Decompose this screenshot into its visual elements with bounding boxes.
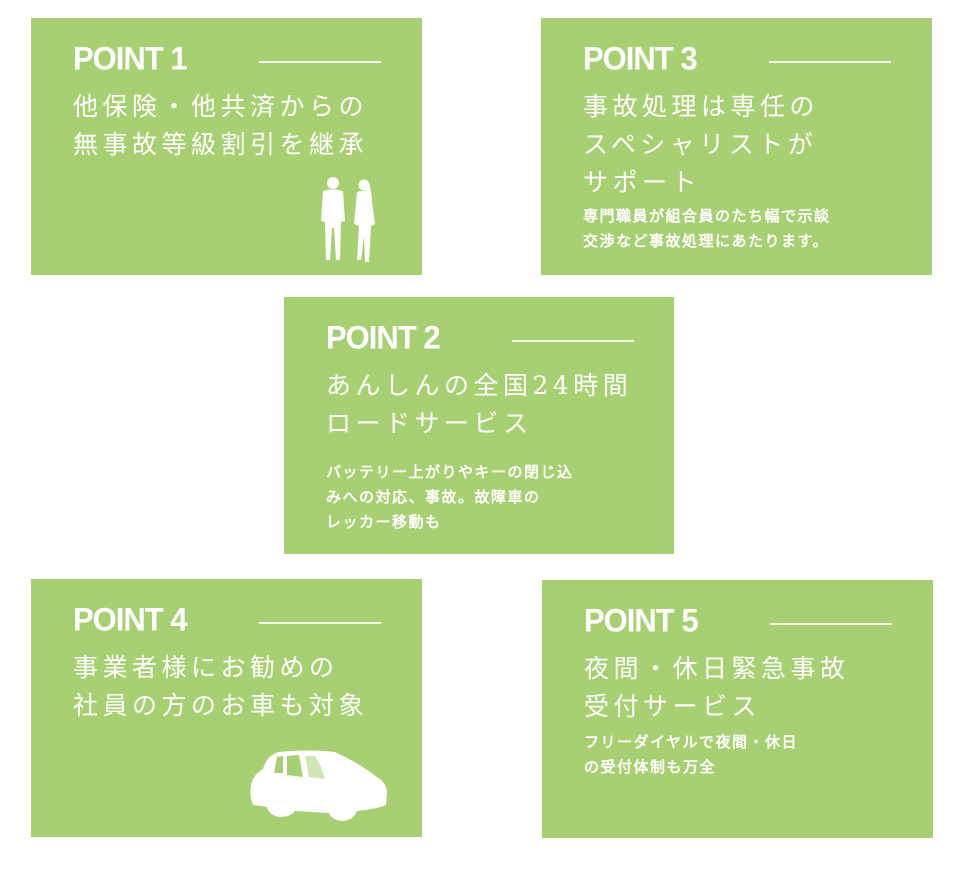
point-card-5: POINT 5 夜間・休日緊急事故 受付サービス フリーダイヤルで夜間・休日 の… xyxy=(542,580,933,838)
point-header: POINT 5 xyxy=(584,602,699,639)
divider-line xyxy=(769,61,891,63)
point-card-4: POINT 4 事業者様にお勧めの 社員の方のお車も対象 xyxy=(31,579,422,837)
divider-line xyxy=(770,623,892,625)
point-heading: 事業者様にお勧めの 社員の方のお車も対象 xyxy=(73,653,369,720)
point-header: POINT 4 xyxy=(73,601,188,638)
people-icon xyxy=(321,177,375,262)
divider-line xyxy=(259,61,381,63)
point-title: POINT 5 xyxy=(584,602,699,639)
point-title: POINT 3 xyxy=(583,40,698,77)
point-description: バッテリー上がりやキーの閉じ込 みへの対応、事故。故障車の レッカー移動も xyxy=(326,463,574,531)
point-card-2: POINT 2 あんしんの全国24時間 ロードサービス バッテリー上がりやキーの… xyxy=(284,297,674,554)
point-description: フリーダイヤルで夜間・休日 の受付体制も万全 xyxy=(584,733,799,776)
point-description: 専門職員が組合員のたち幅で示談 交渉など事故処理にあたります。 xyxy=(583,207,831,250)
point-title: POINT 2 xyxy=(326,319,441,356)
point-heading: あんしんの全国24時間 ロードサービス xyxy=(326,371,633,438)
point-heading: 事故処理は専任の スペシャリストが サポート xyxy=(583,92,820,197)
point-heading: 夜間・休日緊急事故 受付サービス xyxy=(584,654,850,721)
point-header: POINT 3 xyxy=(583,40,698,77)
divider-line xyxy=(512,340,634,342)
point-card-3: POINT 3 事故処理は専任の スペシャリストが サポート 専門職員が組合員の… xyxy=(541,18,932,275)
point-header: POINT 2 xyxy=(326,319,441,356)
point-header: POINT 1 xyxy=(73,40,188,77)
divider-line xyxy=(259,622,381,624)
point-title: POINT 1 xyxy=(73,40,188,77)
point-title: POINT 4 xyxy=(73,601,188,638)
point-heading: 他保険・他共済からの 無事故等級割引を継承 xyxy=(73,92,369,159)
car-icon xyxy=(250,750,387,821)
point-card-1: POINT 1 他保険・他共済からの 無事故等級割引を継承 xyxy=(31,18,422,275)
